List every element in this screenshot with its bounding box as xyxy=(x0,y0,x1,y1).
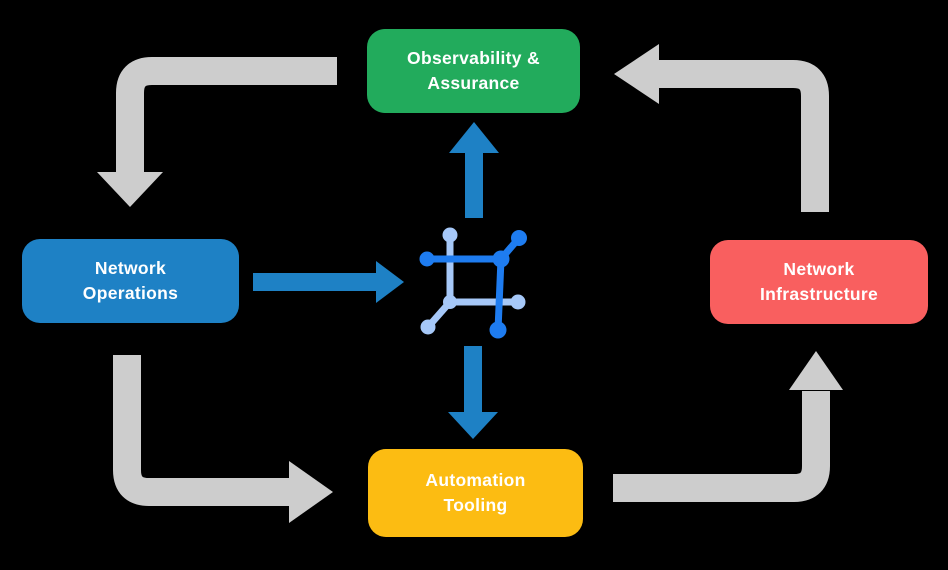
arrow-shaft xyxy=(116,57,337,174)
node-label: Automation Tooling xyxy=(425,470,526,515)
arrow-center-to-observability xyxy=(449,122,499,218)
icon-node xyxy=(489,321,507,339)
arrow-head xyxy=(376,261,404,303)
node-label: Network Infrastructure xyxy=(760,259,878,304)
arrow-head xyxy=(448,412,498,439)
node-observability-assurance: Observability & Assurance xyxy=(367,29,580,113)
arrow-operations-to-automation xyxy=(113,355,333,523)
arrow-head xyxy=(789,351,843,390)
arrow-head xyxy=(289,461,333,523)
node-automation-tooling: Automation Tooling xyxy=(368,449,583,537)
arrow-shaft xyxy=(659,60,829,212)
arrow-shaft xyxy=(613,391,830,502)
arrow-head xyxy=(614,44,659,104)
network-grid-icon xyxy=(419,227,527,339)
node-label: Observability & Assurance xyxy=(407,48,540,93)
icon-node xyxy=(510,294,526,310)
arrow-head xyxy=(97,172,163,207)
arrow-center-to-automation xyxy=(448,346,498,439)
node-network-infrastructure: Network Infrastructure xyxy=(710,240,928,324)
icon-node xyxy=(442,227,458,243)
arrow-shaft xyxy=(113,355,289,506)
arrow-observability-to-operations xyxy=(97,57,337,207)
icon-node xyxy=(492,250,510,268)
icon-line xyxy=(494,258,505,331)
arrow-infrastructure-to-observability xyxy=(614,44,829,212)
arrow-operations-to-center xyxy=(253,261,404,303)
icon-node xyxy=(511,230,527,246)
network-grid-icon-primary xyxy=(419,230,527,339)
network-grid-icon-secondary xyxy=(420,227,526,335)
node-label: Network Operations xyxy=(82,258,179,303)
arrow-automation-to-infrastructure xyxy=(613,351,843,502)
arrow-head xyxy=(449,122,499,153)
icon-node xyxy=(420,319,436,335)
node-network-operations: Network Operations xyxy=(22,239,239,323)
icon-node xyxy=(443,295,457,309)
icon-node xyxy=(419,251,435,267)
